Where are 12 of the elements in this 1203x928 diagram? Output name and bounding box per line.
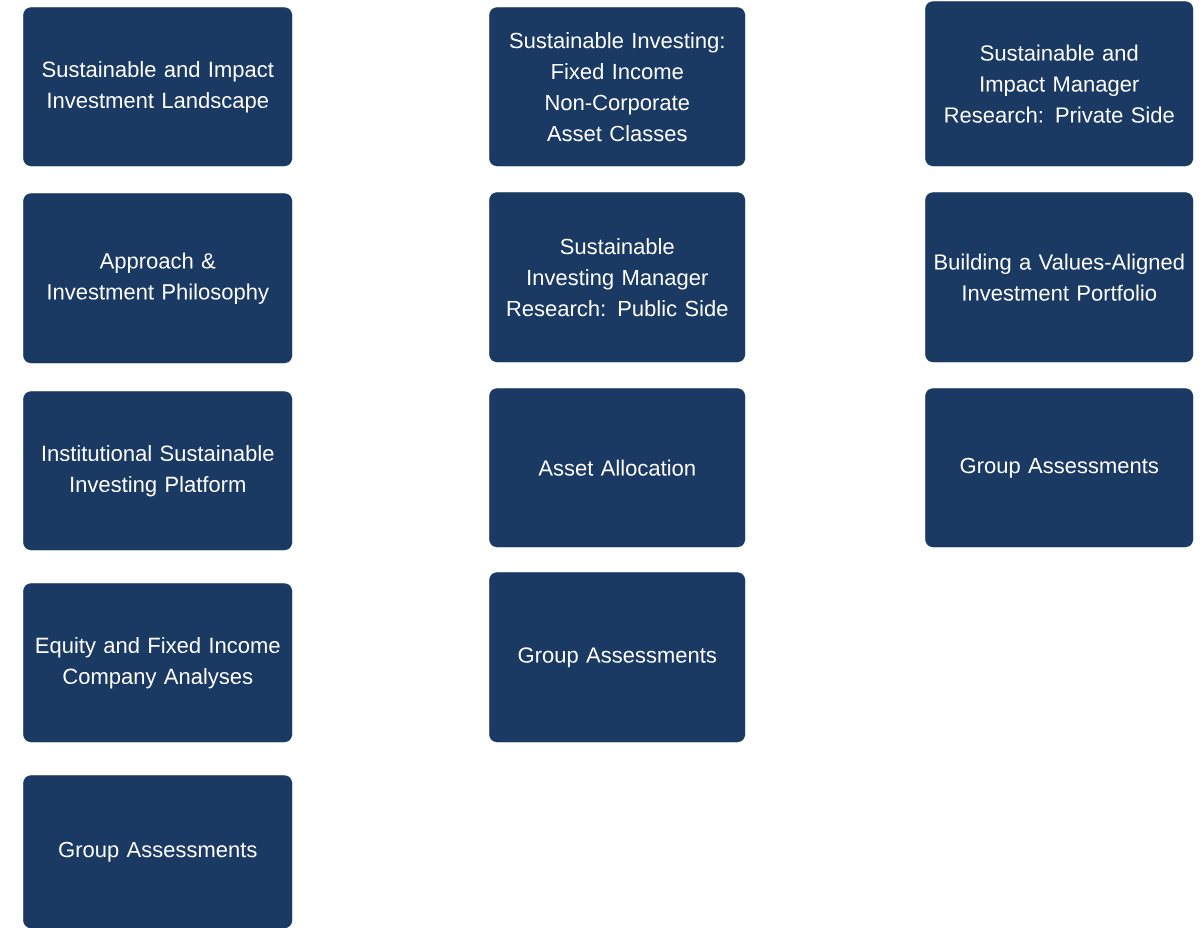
topic-box: Institutional Sustainable Investing Platform xyxy=(23,391,293,551)
topic-box: Group Assessments xyxy=(23,775,293,928)
topic-box: Asset Allocation xyxy=(489,388,746,548)
topic-box: Equity and Fixed Income Company Analyses xyxy=(23,583,293,743)
topic-box: Sustainable and Impact Manager Research: Private Side xyxy=(925,1,1194,167)
topic-box: Sustainable Investing: Fixed Income Non-Corporate Asset Classes xyxy=(489,7,746,167)
topic-box: Group Assessments xyxy=(489,572,746,743)
topic-box: Group Assessments xyxy=(925,388,1194,548)
topic-box: Approach & Investment Philosophy xyxy=(23,193,293,364)
topic-box: Sustainable Investing Manager Research: Public Side xyxy=(489,192,746,363)
topic-box: Building a Values-Aligned Investment Portfolio xyxy=(925,192,1194,363)
topic-box: Sustainable and Impact Investment Landscape xyxy=(23,7,293,167)
